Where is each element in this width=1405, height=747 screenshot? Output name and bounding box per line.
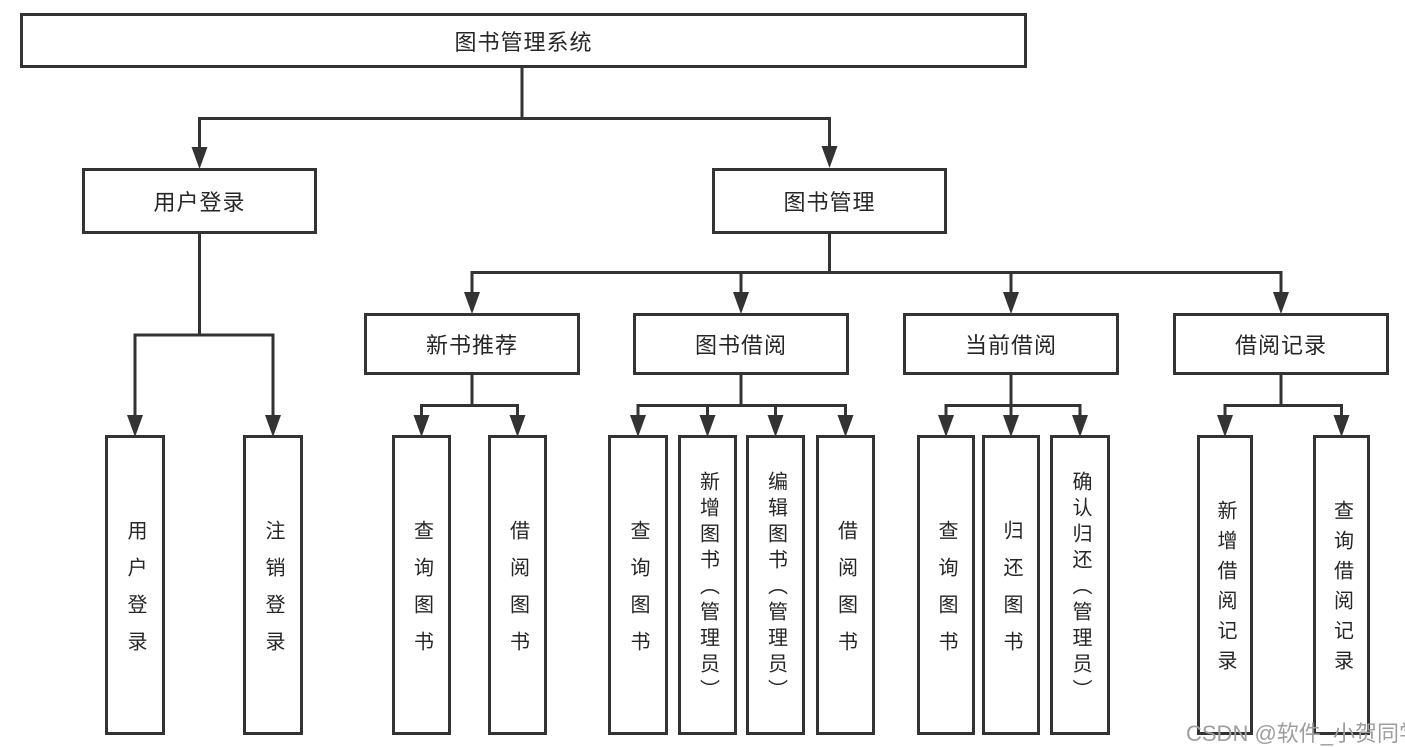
leaf-borrow-books-1: 借阅图书 [488, 435, 547, 735]
leaf-label: 编辑图书（管理员） [764, 471, 787, 705]
leaf-label: 查询图书 [410, 519, 433, 668]
node-label: 图书管理系统 [454, 29, 593, 55]
connector-book-borrow-to-leaves [630, 374, 854, 437]
connector-root-to-level2 [191, 65, 838, 169]
node-label: 借阅记录 [1234, 333, 1327, 358]
node-book-management: 图书管理 [712, 168, 947, 234]
leaf-query-borrow-record: 查询借阅记录 [1313, 435, 1370, 735]
leaf-label: 借阅图书 [834, 519, 857, 668]
csdn-watermark: CSDN @软件_小贺同学 [1186, 721, 1405, 746]
leaf-label: 查询借阅记录 [1330, 500, 1353, 680]
node-label: 图书借阅 [694, 333, 787, 358]
leaf-user-login: 用户登录 [105, 435, 165, 735]
node-new-book-recommend: 新书推荐 [364, 313, 580, 375]
leaf-add-borrow-record: 新增借阅记录 [1197, 435, 1253, 735]
connector-current-borrow-to-leaves [938, 374, 1088, 437]
leaf-add-books-admin: 新增图书（管理员） [678, 435, 737, 735]
node-current-borrowing: 当前借阅 [903, 313, 1119, 375]
node-root-system: 图书管理系统 [20, 13, 1027, 68]
leaf-query-books-3: 查询图书 [917, 435, 975, 735]
connector-new-book-to-leaves [413, 374, 526, 437]
leaf-label: 注销登录 [262, 519, 284, 668]
leaf-logout: 注销登录 [243, 435, 303, 735]
leaf-label: 借阅图书 [506, 519, 529, 668]
leaf-borrow-books-2: 借阅图书 [816, 435, 875, 735]
node-label: 图书管理 [783, 190, 876, 215]
connector-borrow-record-to-leaves [1217, 374, 1350, 437]
node-book-borrowing: 图书借阅 [633, 313, 849, 375]
node-label: 用户登录 [153, 190, 246, 215]
leaf-confirm-return-admin: 确认归还（管理员） [1050, 435, 1110, 735]
node-user-login: 用户登录 [82, 168, 317, 234]
leaf-edit-books-admin: 编辑图书（管理员） [746, 435, 805, 735]
leaf-query-books-2: 查询图书 [608, 435, 668, 735]
leaf-label: 用户登录 [124, 519, 146, 668]
connector-book-mgmt-to-level3 [464, 232, 1289, 314]
leaf-query-books-1: 查询图书 [392, 435, 451, 735]
node-borrowing-records: 借阅记录 [1173, 313, 1389, 375]
leaf-return-books: 归还图书 [982, 435, 1040, 735]
leaf-label: 确认归还（管理员） [1069, 471, 1091, 705]
leaf-label: 归还图书 [1000, 519, 1022, 668]
connector-user-login-to-leaves [127, 233, 281, 437]
leaf-label: 新增图书（管理员） [696, 471, 719, 705]
leaf-label: 新增借阅记录 [1214, 500, 1236, 680]
leaf-label: 查询图书 [627, 519, 649, 668]
node-label: 当前借阅 [964, 333, 1057, 358]
leaf-label: 查询图书 [935, 519, 957, 668]
node-label: 新书推荐 [425, 333, 518, 358]
